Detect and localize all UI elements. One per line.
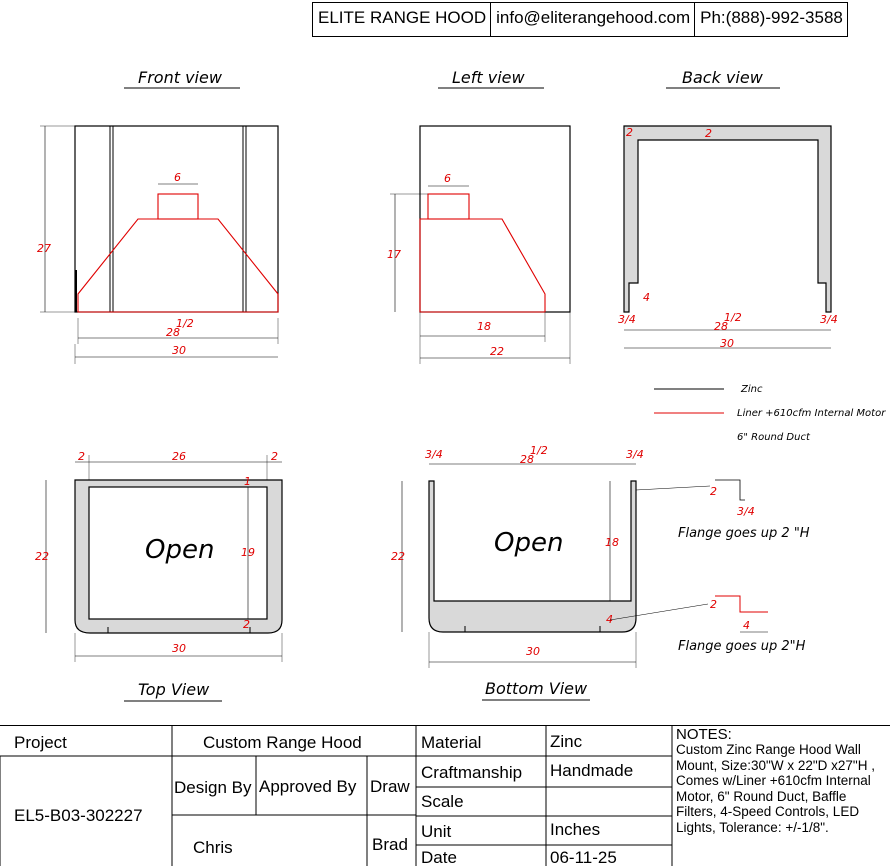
company-name: ELITE RANGE HOOD [313,3,492,36]
date-label: Date [421,848,457,867]
craftmanship-label: Craftmanship [421,763,523,782]
front-inner-fraction: 1/2 [176,317,194,330]
back-view: 2 2 4 3/4 28 1/2 3/4 30 [618,125,838,350]
flange-note-1: Flange goes up 2 "H [678,526,810,541]
left-height-dim: 17 [387,248,401,261]
title-block-grid [0,725,890,866]
scale-label: Scale [421,792,464,811]
project-label: Project [14,733,67,752]
top-back-dim: 2 [243,618,250,631]
material-label: Material [421,733,482,752]
legend-liner: Liner +610cfm Internal Motor [737,408,886,419]
back-right-frac-dim: 3/4 [820,313,838,326]
technical-drawing: Front view Left view Back view Top View … [35,68,886,702]
draw-value: Brad [372,835,408,854]
approved-by-label: Approved By [259,777,357,796]
bottom-open-label: Open [494,528,563,558]
design-by-value: Chris [193,838,233,857]
bottom-inner-depth-dim: 18 [605,536,619,549]
legend-duct: 6" Round Duct [737,432,811,443]
back-left-frac-dim: 3/4 [618,313,636,326]
bottom-left-frac: 3/4 [425,448,443,461]
top-view: Open 2 26 2 1 19 2 22 30 [35,450,283,662]
top-open-label: Open [145,535,214,565]
notes-title: NOTES: [676,726,732,743]
back-view-title: Back view [682,68,764,87]
design-by-label: Design By [174,778,252,797]
legend-zinc: Zinc [740,384,763,395]
header-box: ELITE RANGE HOOD info@eliterangehood.com… [312,2,848,37]
company-email: info@eliterangehood.com [491,3,696,36]
flange2-depth-dim: 4 [743,619,750,632]
back-wall-dim: 2 [626,126,633,139]
bottom-depth-dim: 22 [391,550,405,563]
unit-label: Unit [421,822,452,841]
front-view-title: Front view [138,68,223,87]
back-top-dim: 2 [705,127,712,140]
project-code: EL5-B03-302227 [14,806,143,825]
bottom-inner-fraction: 1/2 [530,444,548,457]
bottom-view: Open 3/4 28 1/2 3/4 22 18 4 30 2 3/4 Fla… [391,444,810,668]
top-right-dim: 2 [271,450,278,463]
top-front-dim: 1 [244,475,251,488]
craftmanship-value: Handmade [550,761,634,780]
top-width-dim: 30 [172,642,186,655]
unit-value: Inches [550,820,601,839]
flange1-height-dim: 2 [710,485,717,498]
front-inner-dim: 28 [166,326,180,339]
flange-note-2: Flange goes up 2"H [678,639,806,654]
top-inner-dim: 26 [172,450,186,463]
top-depth-dim: 22 [35,550,49,563]
project-value: Custom Range Hood [203,733,362,752]
top-inner-depth-dim: 19 [241,546,255,559]
notes: NOTES: Custom Zinc Range Hood Wall Mount… [676,726,888,835]
bottom-inner-dim: 28 [520,453,534,466]
bottom-width-dim: 30 [526,645,540,658]
bottom-right-frac: 3/4 [626,448,644,461]
legend: Zinc Liner +610cfm Internal Motor 6" Rou… [654,384,886,443]
company-phone: Ph:(888)-992-3588 [700,8,843,27]
date-value: 06-11-25 [550,848,617,867]
back-inner-fraction: 1/2 [724,311,742,324]
flange1-frac-dim: 3/4 [737,505,755,518]
top-left-dim: 2 [78,450,85,463]
bottom-back-dim: 4 [606,613,613,626]
left-inner-dim: 18 [477,320,491,333]
notes-text: Custom Zinc Range Hood Wall Mount, Size:… [676,742,875,835]
left-duct-dim: 6 [444,172,451,185]
back-inner-dim: 28 [714,320,728,333]
front-width-dim: 30 [172,344,186,357]
material-value: Zinc [550,732,583,751]
left-depth-dim: 22 [490,345,504,358]
back-width-dim: 30 [720,337,734,350]
draw-label: Draw [370,777,410,796]
front-view: 6 27 28 1/2 30 [37,125,279,364]
top-view-title: Top View [138,680,210,699]
left-view-title: Left view [452,68,526,87]
front-height-dim: 27 [37,242,51,255]
back-slot-dim: 4 [643,291,650,304]
front-duct-dim: 6 [174,171,181,184]
bottom-view-title: Bottom View [485,679,588,698]
left-view: 6 17 18 22 [387,125,571,364]
flange2-height-dim: 2 [710,598,717,611]
